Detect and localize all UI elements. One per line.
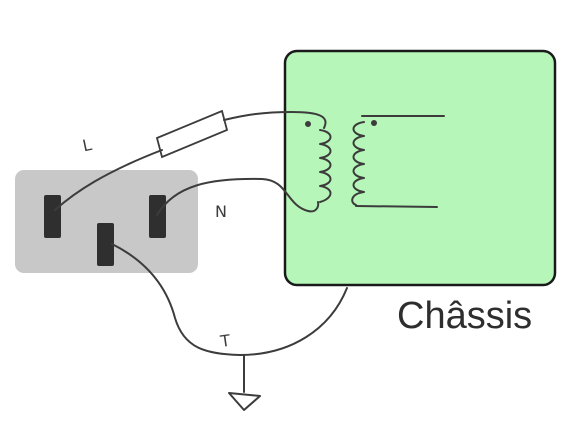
line-wire-to-transformer [223, 111, 327, 129]
socket-pin-line [44, 195, 61, 238]
socket-pin-earth [97, 223, 114, 266]
power-socket-icon [15, 170, 198, 273]
transformer-secondary-coil [351, 121, 365, 206]
label-earth: T [218, 331, 232, 351]
line-wire [54, 149, 163, 211]
transformer-primary-coil [319, 129, 332, 203]
ground-symbol-icon [228, 355, 261, 411]
label-neutral: N [215, 202, 227, 221]
secondary-dot [371, 120, 377, 126]
chassis-label: Châssis [397, 295, 532, 337]
secondary-lead-bottom [355, 205, 438, 208]
fuse-icon [155, 109, 229, 159]
earth-wire [111, 243, 348, 356]
socket-pin-neutral [149, 195, 166, 238]
label-line: L [81, 135, 94, 155]
transformer-icon [305, 115, 445, 208]
fuse-body [155, 109, 229, 159]
primary-dot [305, 121, 311, 127]
neutral-wire [156, 177, 320, 216]
ground-triangle [228, 392, 261, 411]
chassis-box [283, 49, 557, 287]
